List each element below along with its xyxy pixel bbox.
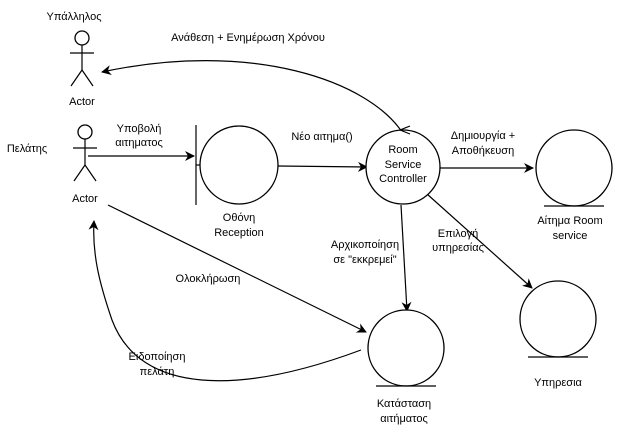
room-service-request-label-line2: service [553, 230, 588, 242]
edge-submit-request: Υποβολή αιτηματος [88, 123, 195, 161]
service-entity[interactable]: Υπηρεσια [519, 280, 597, 389]
edge-select-service-label-line2: υπηρεσίας [432, 242, 484, 254]
edge-notify-customer-label-line2: πελάτη [140, 366, 175, 378]
edge-submit-request-label-line2: αιτηματος [115, 137, 163, 149]
edge-assign-update-label: Ανάθεση + Ενημέρωση Χρόνου [171, 32, 325, 44]
request-status-label-line1: Κατάσταση [377, 398, 431, 410]
edge-init-pending-label-line1: Αρχικοποίηση [331, 239, 399, 251]
edge-completion: Ολοκλήρωση [107, 204, 367, 333]
request-status-label-line2: αιτήματος [380, 413, 428, 425]
edge-assign-update: Ανάθεση + Ενημέρωση Χρόνου [101, 32, 405, 136]
edge-select-service: Επιλογή υπηρεσίας [426, 193, 533, 289]
room-service-request-label-line1: Αίτημα Room [537, 215, 602, 227]
reception-screen-label-line2: Reception [214, 227, 264, 239]
controller-label-line3: Controller [379, 173, 427, 185]
edge-submit-request-label-line1: Υποβολή [117, 123, 162, 135]
reception-screen-boundary[interactable]: Οθόνη Reception [195, 125, 279, 239]
customer-actor-label: Actor [72, 193, 98, 205]
edge-create-store: Δημιουργία + Αποθήκευση [440, 130, 534, 173]
controller-label-line2: Service [385, 159, 422, 171]
employee-actor[interactable]: Υπάλληλος Actor [47, 11, 102, 108]
edge-init-pending-label-line2: σε "εκκρεμεί" [333, 254, 396, 266]
service-label: Υπηρεσια [534, 377, 582, 389]
edge-create-store-label-line2: Αποθήκευση [452, 145, 514, 157]
edge-notify-customer-label-line1: Ειδοποίηση [129, 351, 186, 363]
room-service-controller[interactable]: Room Service Controller [365, 125, 441, 205]
reception-screen-label-line1: Οθόνη [223, 212, 255, 224]
edge-completion-label: Ολοκλήρωση [176, 273, 241, 285]
edge-new-request-label: Νέο αιτημα() [291, 131, 352, 143]
room-service-request-entity[interactable]: Αίτημα Room service [535, 129, 613, 242]
edge-init-pending: Αρχικοποίηση σε "εκκρεμεί" [331, 204, 412, 312]
edge-new-request: Νέο αιτημα() [277, 131, 368, 172]
customer-role-label: Πελάτης [7, 143, 47, 155]
employee-role-label: Υπάλληλος [47, 11, 102, 23]
controller-label-line1: Room [388, 144, 417, 156]
edge-create-store-label-line1: Δημιουργία + [451, 130, 515, 142]
edge-select-service-label-line1: Επιλογή [438, 228, 478, 240]
request-status-entity[interactable]: Κατάσταση αιτήματος [367, 309, 445, 425]
employee-actor-label: Actor [69, 96, 95, 108]
customer-actor[interactable]: Πελάτης Actor [7, 124, 98, 205]
edge-notify-customer: Ειδοποίηση πελάτη [88, 220, 362, 382]
